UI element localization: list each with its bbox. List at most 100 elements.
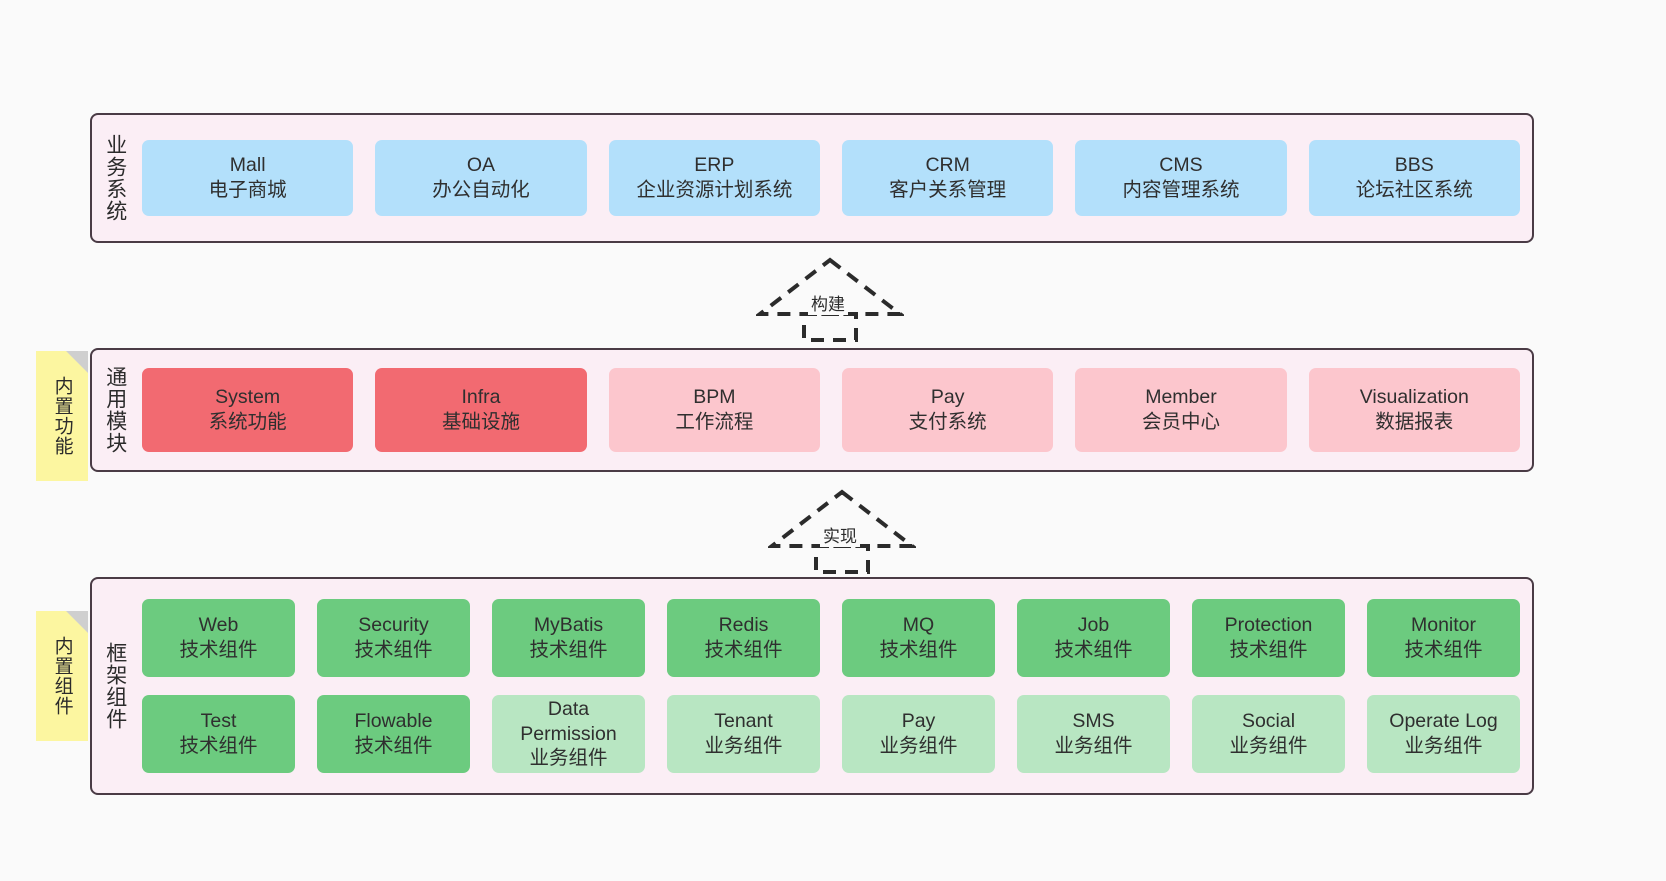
box-mall[interactable]: Mall 电子商城 bbox=[142, 140, 354, 216]
box-title: SMS bbox=[1072, 710, 1115, 733]
box-monitor[interactable]: Monitor 技术组件 bbox=[1367, 599, 1520, 677]
box-title: CRM bbox=[925, 154, 970, 177]
box-subtitle: 企业资源计划系统 bbox=[636, 179, 793, 201]
box-title: Pay bbox=[930, 386, 965, 409]
module-row: System 系统功能 Infra 基础设施 BPM 工作流程 Pay 支付系统… bbox=[142, 368, 1520, 452]
box-title: Infra bbox=[461, 386, 501, 409]
box-subtitle: 业务组件 bbox=[1229, 735, 1308, 757]
box-title: Member bbox=[1145, 386, 1217, 409]
box-test[interactable]: Test 技术组件 bbox=[142, 695, 295, 773]
box-mq[interactable]: MQ 技术组件 bbox=[842, 599, 995, 677]
box-subtitle: 技术组件 bbox=[704, 639, 783, 661]
box-subtitle: 技术组件 bbox=[1404, 639, 1483, 661]
layer-business-system: 业务系统 Mall 电子商城 OA 办公自动化 ERP 企业资源计划系统 CRM… bbox=[90, 113, 1534, 243]
framework-row-tech: Web 技术组件 Security 技术组件 MyBatis 技术组件 Redi… bbox=[142, 599, 1520, 677]
box-title: BPM bbox=[693, 386, 736, 409]
box-protection[interactable]: Protection 技术组件 bbox=[1192, 599, 1345, 677]
connector-implement-label: 实现 bbox=[820, 522, 860, 547]
box-visualization[interactable]: Visualization 数据报表 bbox=[1308, 368, 1520, 452]
box-flowable[interactable]: Flowable 技术组件 bbox=[317, 695, 470, 773]
box-subtitle: 技术组件 bbox=[1054, 639, 1133, 661]
box-subtitle: 技术组件 bbox=[354, 639, 433, 661]
layer-body-business: Mall 电子商城 OA 办公自动化 ERP 企业资源计划系统 CRM 客户关系… bbox=[138, 115, 1532, 241]
box-subtitle: 内容管理系统 bbox=[1122, 179, 1240, 201]
box-subtitle: 工作流程 bbox=[675, 411, 754, 433]
box-title: CMS bbox=[1159, 154, 1203, 177]
box-title: MyBatis bbox=[533, 614, 604, 637]
sticky-note-label: 内置组件 bbox=[51, 636, 73, 716]
box-title: Data bbox=[547, 697, 590, 720]
layer-body-module: System 系统功能 Infra 基础设施 BPM 工作流程 Pay 支付系统… bbox=[138, 350, 1532, 470]
box-pay-component[interactable]: Pay 业务组件 bbox=[842, 695, 995, 773]
box-subtitle: 客户关系管理 bbox=[889, 179, 1007, 201]
box-redis[interactable]: Redis 技术组件 bbox=[667, 599, 820, 677]
box-oa[interactable]: OA 办公自动化 bbox=[375, 140, 587, 216]
box-subtitle: 技术组件 bbox=[179, 735, 258, 757]
sticky-note-builtin-function: 内置功能 bbox=[36, 351, 88, 481]
box-title: Web bbox=[198, 614, 239, 637]
box-data-permission[interactable]: Data Permission 业务组件 bbox=[492, 695, 645, 773]
box-subtitle: 业务组件 bbox=[879, 735, 958, 757]
box-subtitle: 办公自动化 bbox=[432, 179, 530, 201]
box-sms[interactable]: SMS 业务组件 bbox=[1017, 695, 1170, 773]
fold-corner-icon bbox=[66, 351, 88, 373]
box-title: Security bbox=[358, 614, 429, 637]
box-title: Test bbox=[200, 710, 237, 733]
box-pay-module[interactable]: Pay 支付系统 bbox=[841, 368, 1054, 452]
layer-framework-component: 框架组件 Web 技术组件 Security 技术组件 MyBatis 技术组件… bbox=[90, 577, 1534, 795]
fold-corner-icon bbox=[66, 611, 88, 633]
box-title: Tenant bbox=[714, 710, 773, 733]
box-crm[interactable]: CRM 客户关系管理 bbox=[841, 140, 1054, 216]
layer-body-framework: Web 技术组件 Security 技术组件 MyBatis 技术组件 Redi… bbox=[138, 579, 1532, 793]
box-infra[interactable]: Infra 基础设施 bbox=[375, 368, 587, 452]
box-tenant[interactable]: Tenant 业务组件 bbox=[667, 695, 820, 773]
box-system[interactable]: System 系统功能 bbox=[142, 368, 354, 452]
box-title: BBS bbox=[1394, 154, 1434, 177]
business-row: Mall 电子商城 OA 办公自动化 ERP 企业资源计划系统 CRM 客户关系… bbox=[142, 140, 1520, 216]
box-mybatis[interactable]: MyBatis 技术组件 bbox=[492, 599, 645, 677]
layer-title-business: 业务系统 bbox=[103, 134, 127, 222]
box-title-line2: Permission bbox=[520, 722, 617, 745]
box-subtitle: 业务组件 bbox=[529, 747, 608, 770]
box-subtitle: 支付系统 bbox=[908, 411, 987, 433]
box-bbs[interactable]: BBS 论坛社区系统 bbox=[1308, 140, 1520, 216]
box-subtitle: 数据报表 bbox=[1375, 411, 1454, 433]
box-job[interactable]: Job 技术组件 bbox=[1017, 599, 1170, 677]
framework-row-business: Test 技术组件 Flowable 技术组件 Data Permission … bbox=[142, 695, 1520, 773]
connector-build-label: 构建 bbox=[808, 290, 848, 315]
box-security[interactable]: Security 技术组件 bbox=[317, 599, 470, 677]
box-subtitle: 电子商城 bbox=[208, 179, 287, 201]
box-title: OA bbox=[466, 154, 496, 177]
box-title: Mall bbox=[229, 154, 266, 177]
box-erp[interactable]: ERP 企业资源计划系统 bbox=[608, 140, 820, 216]
box-title: Flowable bbox=[354, 710, 433, 733]
box-title: System bbox=[215, 386, 281, 409]
box-title: Job bbox=[1077, 614, 1110, 637]
box-web[interactable]: Web 技术组件 bbox=[142, 599, 295, 677]
box-subtitle: 业务组件 bbox=[704, 735, 783, 757]
box-social[interactable]: Social 业务组件 bbox=[1192, 695, 1345, 773]
box-title: Visualization bbox=[1359, 386, 1469, 409]
box-title: Monitor bbox=[1410, 614, 1477, 637]
box-subtitle: 会员中心 bbox=[1141, 411, 1220, 433]
box-subtitle: 技术组件 bbox=[529, 639, 608, 661]
box-cms[interactable]: CMS 内容管理系统 bbox=[1075, 140, 1287, 216]
box-bpm[interactable]: BPM 工作流程 bbox=[608, 368, 820, 452]
box-operate-log[interactable]: Operate Log 业务组件 bbox=[1367, 695, 1520, 773]
layer-title-framework: 框架组件 bbox=[103, 642, 127, 730]
box-title: Redis bbox=[718, 614, 769, 637]
box-title: Operate Log bbox=[1389, 710, 1498, 733]
sticky-note-label: 内置功能 bbox=[51, 376, 73, 456]
box-subtitle: 技术组件 bbox=[354, 735, 433, 757]
box-title: Social bbox=[1241, 710, 1296, 733]
box-title: Pay bbox=[901, 710, 936, 733]
sticky-note-builtin-component: 内置组件 bbox=[36, 611, 88, 741]
box-subtitle: 基础设施 bbox=[441, 411, 520, 433]
layer-common-module: 通用模块 System 系统功能 Infra 基础设施 BPM 工作流程 Pay… bbox=[90, 348, 1534, 472]
box-subtitle: 技术组件 bbox=[1229, 639, 1308, 661]
box-member[interactable]: Member 会员中心 bbox=[1075, 368, 1287, 452]
box-subtitle: 业务组件 bbox=[1054, 735, 1133, 757]
box-subtitle: 技术组件 bbox=[879, 639, 958, 661]
box-title: Protection bbox=[1224, 614, 1313, 637]
